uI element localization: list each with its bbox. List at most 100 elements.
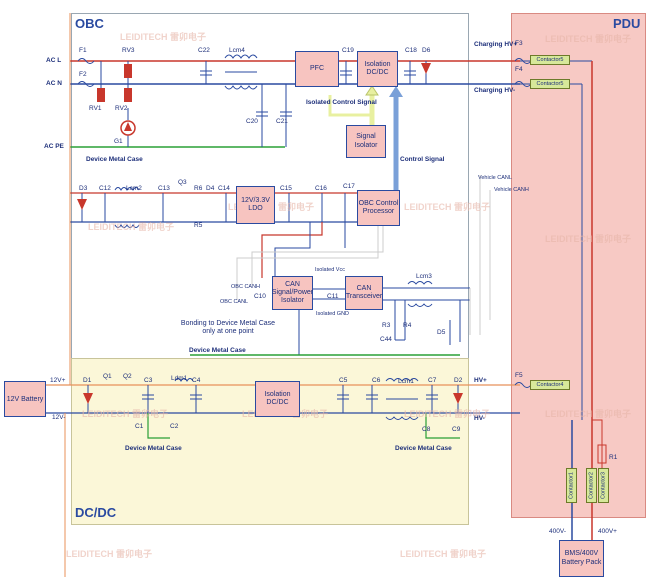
- isolation-dcdc-bottom-block: Isolation DC/DC: [255, 381, 300, 417]
- label-q1: Q1: [103, 373, 112, 380]
- label-c11: C11: [327, 293, 339, 300]
- label-r4: R4: [403, 322, 412, 329]
- label-c1: C1: [135, 423, 144, 430]
- label-d3: D3: [79, 185, 88, 192]
- label-c21: C21: [276, 118, 288, 125]
- label-obc-canh: OBC CANH: [231, 284, 261, 290]
- label-400v-minus: 400V-: [549, 528, 566, 535]
- label-ac-n: AC N: [46, 80, 62, 87]
- contactor5-top: Contactor5: [530, 55, 570, 65]
- contactor3: Contactor3: [598, 468, 609, 503]
- contactor4: Contactor4: [530, 380, 570, 390]
- label-c13: C13: [158, 185, 170, 192]
- label-400v-plus: 400V+: [598, 528, 617, 535]
- label-d5: D5: [437, 329, 446, 336]
- label-c18: C18: [405, 47, 417, 54]
- contactor2: Contactor2: [586, 468, 597, 503]
- dcdc-title: DC/DC: [75, 505, 117, 520]
- label-rv1: RV1: [89, 105, 102, 112]
- label-r5: R5: [194, 222, 203, 229]
- label-c19: C19: [342, 47, 354, 54]
- label-c16: C16: [315, 185, 327, 192]
- label-f3: F3: [515, 40, 523, 47]
- watermark: LEIDITECH 雷卯电子: [404, 409, 491, 419]
- label-c3: C3: [144, 377, 153, 384]
- label-rv3: RV3: [122, 47, 135, 54]
- watermark: LEIDITECH 雷卯电子: [545, 409, 632, 419]
- pdu-title: PDU: [613, 16, 641, 31]
- watermark: LEIDITECH 雷卯电子: [404, 202, 491, 212]
- label-c20: C20: [246, 118, 258, 125]
- label-lcm2: Lcm2: [126, 185, 142, 192]
- label-c15: C15: [280, 185, 292, 192]
- label-r1: R1: [609, 454, 618, 461]
- pfc-block: PFC: [295, 51, 339, 87]
- label-12v-plus: 12V+: [50, 377, 66, 384]
- label-c2: C2: [170, 423, 179, 430]
- label-c22: C22: [198, 47, 210, 54]
- label-c12: C12: [99, 185, 111, 192]
- label-c7: C7: [428, 377, 437, 384]
- watermark: LEIDITECH 雷卯电子: [88, 222, 175, 232]
- label-device-metal-case-3: Device Metal Case: [125, 445, 182, 452]
- label-control-signal: Control Signal: [400, 156, 445, 163]
- watermark: LEIDITECH 雷卯电子: [120, 32, 207, 42]
- label-charging-hvp: Charging HV+: [474, 41, 518, 48]
- obc-title: OBC: [75, 16, 104, 31]
- label-c9: C9: [452, 426, 461, 433]
- label-g1: G1: [114, 138, 123, 145]
- watermark: LEIDITECH 雷卯电子: [66, 549, 153, 559]
- label-hv-minus: HV-: [474, 415, 485, 422]
- label-f2: F2: [79, 71, 87, 78]
- watermark: LEIDITECH 雷卯电子: [400, 549, 487, 559]
- label-ac-l: AC L: [46, 57, 62, 64]
- label-device-metal-case-4: Device Metal Case: [395, 445, 452, 452]
- label-d2: D2: [454, 377, 463, 384]
- obc-control-processor-block: OBC Control Processor: [357, 190, 400, 226]
- contactor5-mid: Contactor5: [530, 79, 570, 89]
- label-lcm3: Lcm3: [416, 273, 432, 280]
- isolation-dcdc-top-block: Isolation DC/DC: [357, 51, 398, 87]
- contactor1: Contactor1: [566, 468, 577, 503]
- label-q2: Q2: [123, 373, 132, 380]
- label-hv-plus: HV+: [474, 377, 487, 384]
- ldo-block: 12V/3.3V LDO: [236, 186, 275, 224]
- label-rv2: RV2: [115, 105, 128, 112]
- label-r6: R6: [194, 185, 203, 192]
- watermark: LEIDITECH 雷卯电子: [82, 409, 169, 419]
- label-ldm1: Ldm1: [171, 375, 188, 382]
- label-c17: C17: [343, 183, 355, 190]
- label-c6: C6: [372, 377, 381, 384]
- label-d1: D1: [83, 377, 92, 384]
- label-f5: F5: [515, 372, 523, 379]
- signal-isolator-block: Signal Isolator: [346, 125, 386, 158]
- label-r3: R3: [382, 322, 391, 329]
- label-bonding-note: Bonding to Device Metal Case only at one…: [180, 320, 276, 336]
- can-isolator-block: CAN Signal/Power Isolator: [272, 276, 313, 310]
- label-c14: C14: [218, 185, 230, 192]
- battery-pack-block: BMS/400V Battery Pack: [559, 540, 604, 577]
- label-d6: D6: [422, 47, 431, 54]
- label-isolated-vcc: Isolated Vcc: [315, 267, 345, 273]
- label-device-metal-case-2: Device Metal Case: [189, 347, 246, 354]
- can-transceiver-block: CAN Transceiver: [345, 276, 383, 310]
- label-vehicle-canl: Vehicle CANL: [478, 175, 512, 181]
- label-vehicle-canh: Vehicle CANH: [494, 187, 529, 193]
- label-ac-pe: AC PE: [44, 143, 64, 150]
- label-lcm1: Lcm1: [398, 378, 414, 385]
- label-c5: C5: [339, 377, 348, 384]
- label-c10: C10: [254, 293, 266, 300]
- label-c44: C44: [380, 336, 392, 343]
- label-12v-minus: 12V-: [52, 414, 66, 421]
- label-f4: F4: [515, 66, 523, 73]
- label-d4: D4: [206, 185, 215, 192]
- pdu-region: [511, 13, 646, 518]
- watermark: LEIDITECH 雷卯电子: [545, 234, 632, 244]
- label-q3: Q3: [178, 179, 187, 186]
- label-isolated-gnd: Isolated GND: [316, 311, 350, 317]
- watermark: LEIDITECH 雷卯电子: [545, 34, 632, 44]
- label-lcm4: Lcm4: [229, 47, 245, 54]
- label-obc-canl: OBC CANL: [220, 299, 249, 305]
- label-f1: F1: [79, 47, 87, 54]
